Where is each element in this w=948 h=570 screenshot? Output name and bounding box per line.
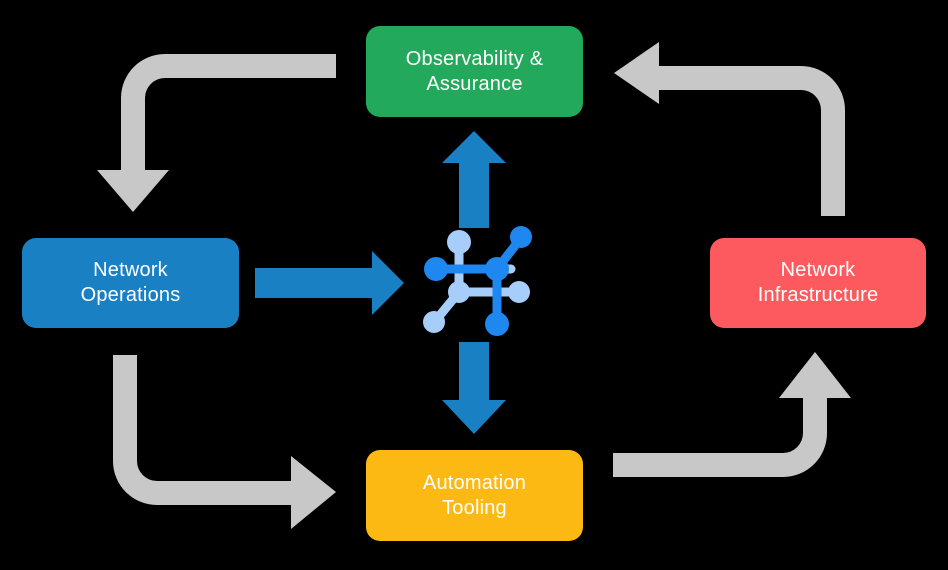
node-label-network-operations: Network Operations — [80, 259, 181, 306]
node-label-observability-and-assurance: Observability & Assurance — [405, 47, 544, 95]
blue-arrow-center-to-automation — [442, 342, 506, 434]
blue-arrow-operations-to-center — [255, 251, 404, 315]
node-label-automation-tooling: Automation Tooling — [422, 471, 527, 519]
node-box-observability-and-assurance[interactable]: Observability & Assurance — [366, 26, 583, 117]
network-topology-icon — [423, 226, 532, 336]
node-box-network-infrastructure[interactable]: Network Infrastructure — [710, 238, 926, 328]
gray-arrow-automation-to-infrastructure — [613, 352, 851, 477]
node-box-network-operations[interactable]: Network Operations — [22, 238, 239, 328]
node-box-automation-tooling[interactable]: Automation Tooling — [366, 450, 583, 541]
gray-arrow-operations-to-automation — [113, 355, 336, 529]
gray-arrow-observability-to-operations — [97, 54, 336, 212]
blue-arrow-center-to-observability — [442, 131, 506, 228]
gray-arrow-infrastructure-to-observability — [614, 42, 845, 216]
node-label-network-infrastructure: Network Infrastructure — [757, 259, 879, 306]
